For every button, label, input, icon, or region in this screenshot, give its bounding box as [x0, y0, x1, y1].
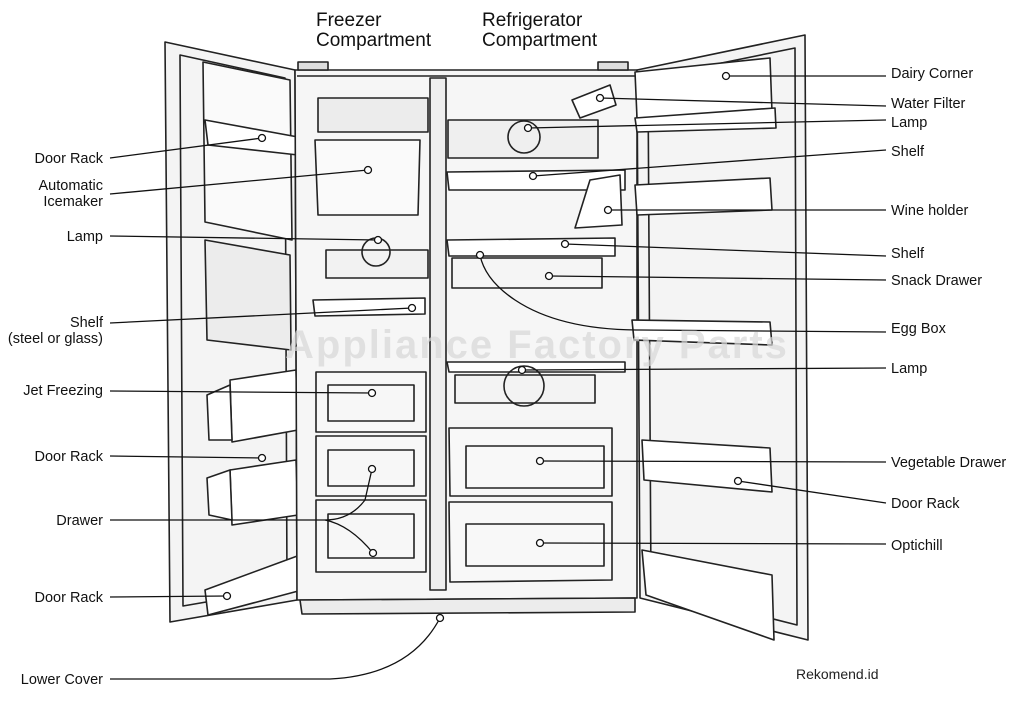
icemaker — [314, 139, 421, 216]
label-optichill: Optichill — [891, 538, 943, 554]
label-door-rack-1: Door Rack — [34, 151, 104, 167]
egg-box — [631, 319, 773, 346]
freezer-header-line2: Compartment — [316, 30, 432, 51]
optichill-door-bin — [641, 549, 775, 641]
label-steel-or-glass: (steel or glass) — [7, 331, 103, 347]
label-jet-freezing: Jet Freezing — [23, 383, 103, 399]
refrigerator-header-line1: Refrigerator — [482, 10, 583, 31]
jet-freezing-bin — [229, 369, 299, 443]
optichill-drawer — [448, 501, 613, 583]
label-vegetable-drawer: Vegetable Drawer — [891, 455, 1007, 471]
label-door-rack-3: Door Rack — [34, 590, 104, 606]
label-dairy-corner: Dairy Corner — [891, 66, 974, 82]
label-water-filter: Water Filter — [891, 96, 966, 112]
label-shelf-steel-glass: Shelf (steel or glass) — [8, 315, 103, 347]
snack-drawer — [451, 257, 603, 289]
label-shelf-left: Shelf — [69, 315, 103, 331]
upper-shelf — [446, 169, 626, 191]
label-automatic: Automatic — [38, 178, 103, 194]
label-lamp-right-1: Lamp — [891, 115, 928, 131]
wine-holder — [574, 174, 623, 229]
label-drawer: Drawer — [56, 513, 103, 529]
lower-cover-panel — [299, 597, 636, 615]
label-door-rack-right: Door Rack — [891, 496, 960, 512]
freezer-header-line1: Freezer — [316, 10, 382, 31]
refrigerator-compartment-header: Refrigerator Compartment — [482, 11, 597, 51]
label-lamp-left: Lamp — [66, 229, 103, 245]
refrigerator-header-line2: Compartment — [482, 30, 598, 51]
watermark: Appliance Factory Parts — [285, 323, 789, 367]
label-egg-box: Egg Box — [891, 321, 946, 337]
label-shelf-right-2: Shelf — [891, 246, 925, 262]
middle-shelf — [446, 237, 616, 257]
label-door-rack-2: Door Rack — [34, 449, 104, 465]
label-automatic-icemaker: Automatic Icemaker — [39, 178, 103, 210]
label-shelf-right-1: Shelf — [891, 144, 925, 160]
label-wine-holder: Wine holder — [891, 203, 969, 219]
freezer-compartment-header: Freezer Compartment — [316, 11, 431, 51]
freezer-door-rack-mid — [229, 459, 299, 526]
vegetable-drawer — [448, 427, 613, 497]
label-snack-drawer: Snack Drawer — [891, 273, 983, 289]
label-lower-cover: Lower Cover — [20, 672, 103, 688]
credit-text: Rekomend.id — [796, 666, 879, 682]
label-icemaker: Icemaker — [43, 194, 103, 210]
label-lamp-right-2: Lamp — [891, 361, 928, 377]
